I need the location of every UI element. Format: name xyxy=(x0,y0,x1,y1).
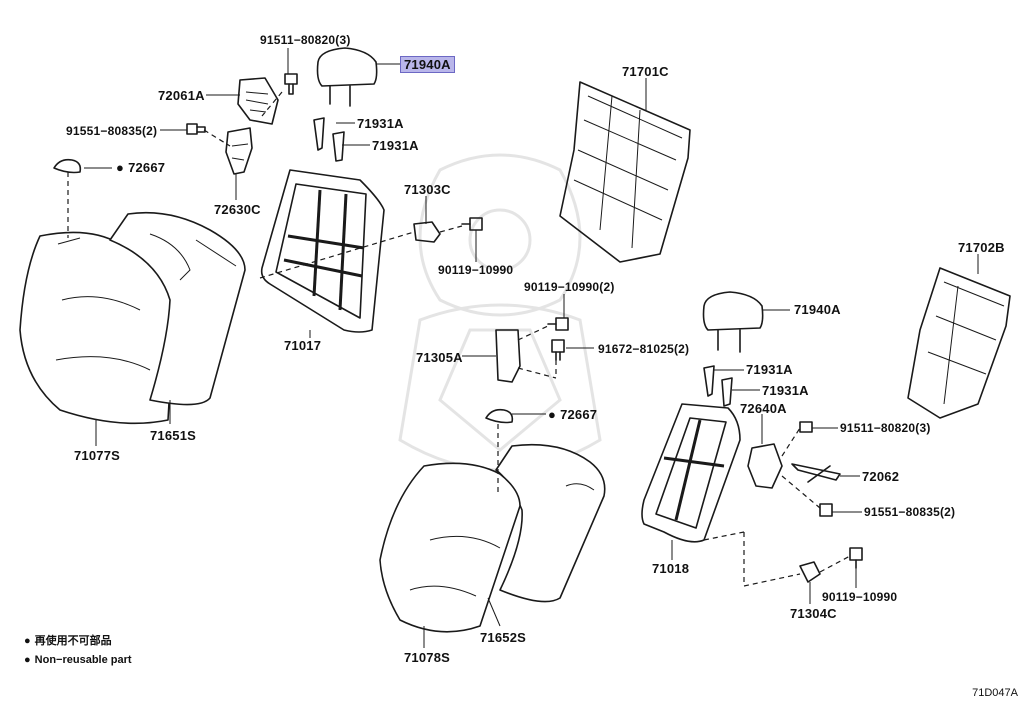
label-71940A-top-highlighted[interactable]: 71940A xyxy=(400,56,455,73)
bolt-91511-top[interactable] xyxy=(284,73,298,95)
label-71652S[interactable]: 71652S xyxy=(480,630,527,645)
label-90119-10990-2[interactable]: 90119−10990(2) xyxy=(524,280,615,294)
label-72061A[interactable]: 72061A xyxy=(158,88,205,103)
label-71651S[interactable]: 71651S xyxy=(150,428,197,443)
headrest-71940A-top[interactable] xyxy=(316,47,378,107)
dashed-assembly-lines xyxy=(67,91,851,587)
leader-lines xyxy=(84,48,979,648)
label-90119-10990-a[interactable]: 90119−10990 xyxy=(438,263,514,277)
label-71931A-1[interactable]: 71931A xyxy=(357,116,404,131)
legend-line-japanese: 再使用不可部品 xyxy=(24,632,132,648)
label-71077S[interactable]: 71077S xyxy=(74,448,121,463)
label-91551-80835-2-left[interactable]: 91551−80835(2) xyxy=(66,124,158,138)
label-71078S[interactable]: 71078S xyxy=(404,650,451,665)
bolt-91672[interactable] xyxy=(551,339,565,361)
seatback-pad-71651S[interactable] xyxy=(109,211,246,406)
hinge-71304C[interactable] xyxy=(799,561,821,583)
seatback-frame-71018[interactable] xyxy=(641,403,741,543)
label-91672-81025-2[interactable]: 91672−81025(2) xyxy=(598,342,690,356)
label-71931A-4[interactable]: 71931A xyxy=(762,383,809,398)
bolt-91551-right[interactable] xyxy=(819,503,833,517)
label-90119-10990-b[interactable]: 90119−10990 xyxy=(822,590,898,604)
label-71017[interactable]: 71017 xyxy=(284,338,322,353)
watermark-crest xyxy=(398,153,602,472)
label-91511-80820-3-right[interactable]: 91511−80820(3) xyxy=(840,421,931,435)
label-91551-80835-2-right[interactable]: 91551−80835(2) xyxy=(864,505,956,519)
bolt-90119-bottom[interactable] xyxy=(849,547,863,569)
seatback-frame-71017[interactable] xyxy=(260,169,385,333)
label-71303C[interactable]: 71303C xyxy=(404,182,451,197)
label-72667-mid[interactable]: 72667 xyxy=(548,407,597,422)
label-91511-80820-3-top[interactable]: 91511−80820(3) xyxy=(260,33,351,47)
board-71701C[interactable] xyxy=(559,81,691,263)
bracket-72630C[interactable] xyxy=(225,127,253,175)
diagram-code: 71D047A xyxy=(972,687,1018,699)
bolt-91511-right[interactable] xyxy=(799,421,813,433)
cap-72667-mid[interactable] xyxy=(485,408,514,424)
label-71940A-right[interactable]: 71940A xyxy=(794,302,841,317)
legend: 再使用不可部品 Non−reusable part xyxy=(24,632,132,672)
label-71304C[interactable]: 71304C xyxy=(790,606,837,621)
label-72062[interactable]: 72062 xyxy=(862,469,900,484)
label-72640A[interactable]: 72640A xyxy=(740,401,787,416)
bracket-71305A[interactable] xyxy=(495,329,521,383)
guide-71931A-top[interactable] xyxy=(313,117,345,162)
lock-72061A[interactable] xyxy=(237,77,279,125)
label-71018[interactable]: 71018 xyxy=(652,561,690,576)
label-71701C[interactable]: 71701C xyxy=(622,64,669,79)
label-71931A-2[interactable]: 71931A xyxy=(372,138,419,153)
bolt-91551-left[interactable] xyxy=(186,123,206,135)
label-72667-left[interactable]: 72667 xyxy=(116,160,165,175)
label-72630C[interactable]: 72630C xyxy=(214,202,261,217)
cap-72667-left[interactable] xyxy=(53,158,82,174)
label-71931A-3[interactable]: 71931A xyxy=(746,362,793,377)
bolt-90119-2[interactable] xyxy=(547,317,569,331)
seatback-cover-71078S[interactable] xyxy=(379,462,521,633)
hinge-71303C[interactable] xyxy=(413,221,441,243)
headrest-71940A-right[interactable] xyxy=(702,291,764,353)
label-71702B[interactable]: 71702B xyxy=(958,240,1005,255)
legend-line-english: Non−reusable part xyxy=(24,654,132,666)
board-71702B[interactable] xyxy=(907,267,1011,419)
lock-72640A[interactable] xyxy=(747,443,783,489)
strap-72062[interactable] xyxy=(791,463,841,483)
guide-71931A-right[interactable] xyxy=(703,365,733,407)
label-71305A[interactable]: 71305A xyxy=(416,350,463,365)
